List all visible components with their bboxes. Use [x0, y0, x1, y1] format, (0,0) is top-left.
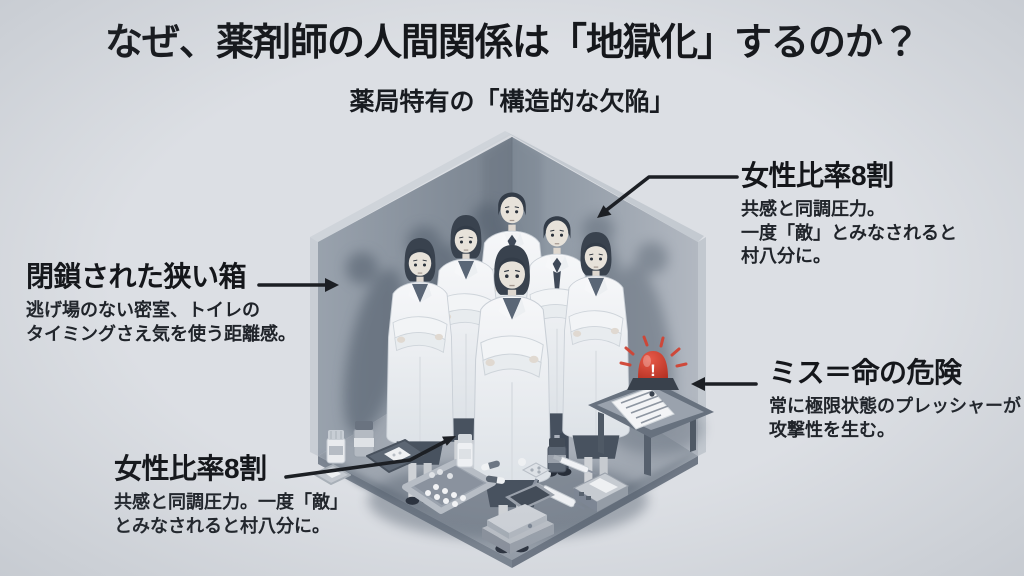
medicine-jar-gray [353, 421, 375, 458]
callout-closed-box-line: タイミングさえ気を使う距離感。 [26, 323, 296, 344]
page-subtitle: 薬局特有の「構造的な欠陥」 [349, 88, 675, 116]
box-rim-left [310, 131, 511, 242]
arrow-mistake [691, 377, 758, 391]
arrow-female-top [597, 175, 739, 218]
box-stack [482, 504, 554, 554]
callout-female-ratio-bottom-heading: 女性比率8割 [114, 453, 267, 484]
pill-bottle-dark [547, 438, 567, 473]
alarm-icon: ! [619, 335, 688, 390]
alarm-exclamation: ! [650, 361, 656, 380]
callout-closed-box-line: 逃げ場のない密室、トイレの [26, 300, 260, 321]
pill-bottle-white [456, 434, 474, 468]
blister-pack-small [521, 462, 551, 478]
callout-female-ratio-top-heading: 女性比率8割 [741, 160, 894, 191]
box-rim-right [505, 131, 704, 242]
counting-scale [572, 472, 630, 512]
annotation-arrows [257, 175, 758, 479]
callout-mistake-danger-line: 攻撃性を生む。 [769, 419, 895, 440]
arrow-closed-box [257, 278, 339, 292]
callout-female-ratio-bottom: 女性比率8割 共感と同調圧力。一度「敵」 とみなされると村八分に。 [114, 453, 414, 538]
callout-female-ratio-top-line: 共感と同調圧力。 [741, 199, 885, 220]
page-title: なぜ、薬剤師の人間関係は「地獄化」するのか？ [104, 22, 920, 64]
callout-mistake-danger-heading: ミス＝命の危険 [769, 357, 962, 388]
box-edge-left [310, 237, 318, 456]
callout-female-ratio-top-line: 一度「敵」とみなされると [741, 222, 957, 243]
medicine-jar-white [326, 430, 346, 464]
callout-mistake-danger: ミス＝命の危険 常に極限状態のプレッシャーが 攻撃性を生む。 [769, 357, 1021, 442]
box-edge-right [698, 237, 706, 456]
arrow-female-bottom [284, 436, 456, 479]
callout-closed-box-heading: 閉鎖された狭い箱 [26, 261, 247, 292]
capsule-pills [481, 458, 526, 484]
tablet-device [505, 483, 555, 510]
alarm-table: ! [588, 335, 714, 476]
callout-closed-box: 閉鎖された狭い箱 逃げ場のない密室、トイレの タイミングさえ気を使う距離感。 [26, 261, 356, 346]
syringe-small [553, 454, 597, 475]
document-icon [611, 387, 675, 430]
callout-mistake-danger-line: 常に極限状態のプレッシャーが [769, 396, 1021, 417]
callout-female-ratio-bottom-line: とみなされると村八分に。 [114, 515, 330, 536]
callout-female-ratio-top: 女性比率8割 共感と同調圧力。 一度「敵」とみなされると 村八分に。 [741, 160, 1021, 269]
callout-female-ratio-top-line: 村八分に。 [741, 246, 831, 267]
pill-counting-tray [402, 459, 496, 514]
callout-female-ratio-bottom-line: 共感と同調圧力。一度「敵」 [114, 492, 348, 513]
